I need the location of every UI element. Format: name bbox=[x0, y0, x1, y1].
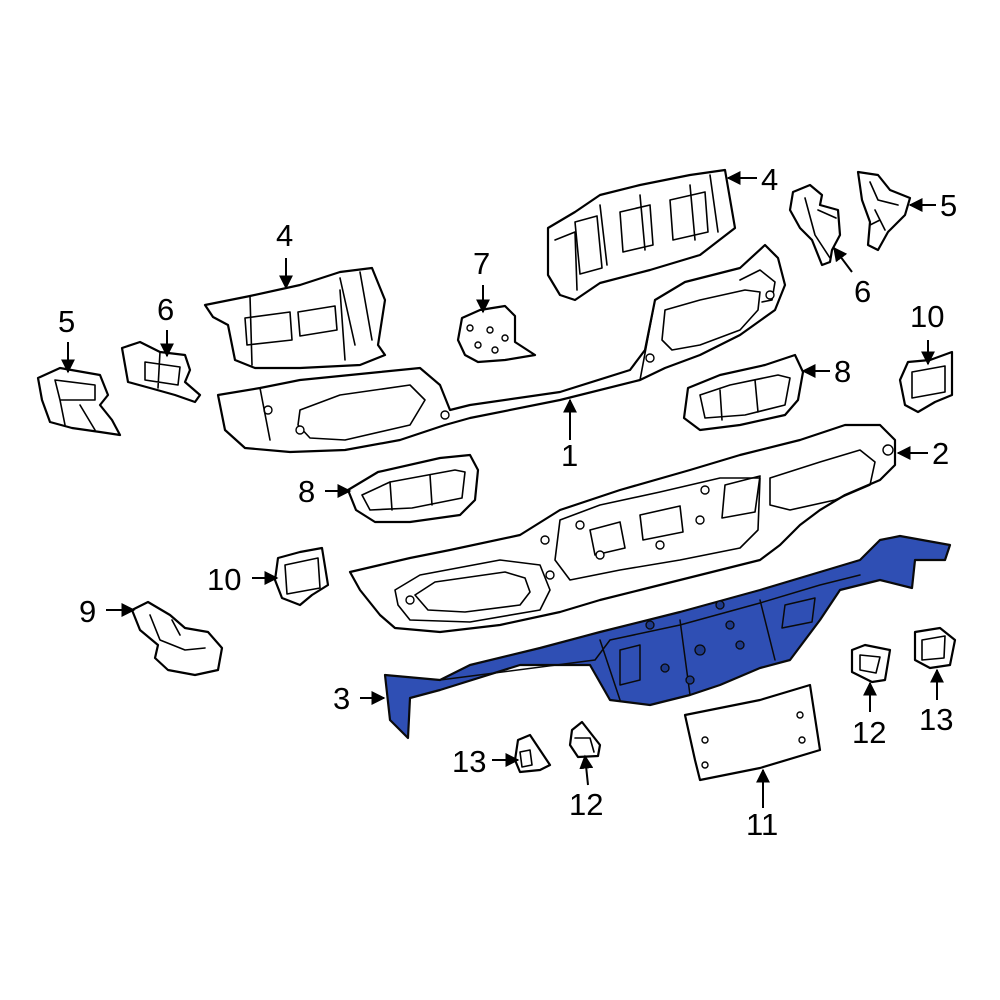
callout-6-right: 6 bbox=[854, 274, 871, 309]
callout-12-right: 12 bbox=[852, 715, 886, 750]
part-1-bumper-reinforcement[interactable] bbox=[216, 243, 787, 454]
callout-labels: 1 2 3 4 4 5 5 6 6 7 8 8 9 10 10 11 12 12… bbox=[58, 162, 957, 842]
leader-6-right bbox=[833, 246, 853, 273]
part-7-mounting-bracket[interactable] bbox=[456, 304, 537, 364]
callout-1: 1 bbox=[561, 438, 578, 473]
callout-4-left: 4 bbox=[276, 218, 293, 253]
part-3-bumper-step-pad[interactable] bbox=[383, 534, 952, 740]
callout-5-left: 5 bbox=[58, 304, 75, 339]
part-12-trim-right[interactable] bbox=[850, 643, 892, 684]
callout-12-left: 12 bbox=[569, 787, 603, 822]
callout-8-lower: 8 bbox=[298, 474, 315, 509]
callout-13-right: 13 bbox=[919, 702, 953, 737]
part-8-bracket-lower[interactable] bbox=[346, 453, 480, 524]
part-11-license-plate-bracket[interactable] bbox=[683, 683, 822, 782]
part-6-bracket-right[interactable] bbox=[788, 183, 842, 267]
callout-10-left: 10 bbox=[207, 562, 241, 597]
part-10-bracket-right[interactable] bbox=[898, 350, 954, 414]
callout-5-right: 5 bbox=[940, 188, 957, 223]
part-5-bracket-right[interactable] bbox=[856, 170, 912, 252]
callout-9: 9 bbox=[79, 594, 96, 629]
callout-7: 7 bbox=[473, 246, 490, 281]
part-4-reinforcement-bracket-right[interactable] bbox=[546, 168, 737, 302]
leader-12-left bbox=[579, 754, 594, 786]
callout-3: 3 bbox=[333, 681, 350, 716]
callout-11: 11 bbox=[746, 807, 778, 842]
part-6-bracket-left[interactable] bbox=[120, 340, 202, 404]
callout-6-left: 6 bbox=[157, 292, 174, 327]
part-12-trim-left[interactable] bbox=[568, 720, 602, 759]
part-2-rear-bumper[interactable] bbox=[348, 423, 897, 634]
part-4-reinforcement-bracket-left[interactable] bbox=[203, 266, 387, 370]
part-5-bracket-left[interactable] bbox=[36, 366, 122, 437]
part-8-bracket-upper[interactable] bbox=[682, 353, 805, 432]
callout-10-right: 10 bbox=[910, 299, 944, 334]
callout-8-upper: 8 bbox=[834, 354, 851, 389]
callout-2: 2 bbox=[932, 436, 949, 471]
callout-4-right: 4 bbox=[761, 162, 778, 197]
callout-13-left: 13 bbox=[452, 744, 486, 779]
part-10-bracket-left[interactable] bbox=[273, 546, 330, 607]
leader-lines bbox=[61, 171, 944, 808]
part-13-trim-right[interactable] bbox=[913, 626, 957, 670]
part-13-trim-left[interactable] bbox=[513, 733, 552, 774]
part-9-tow-hook-bracket[interactable] bbox=[130, 600, 224, 677]
